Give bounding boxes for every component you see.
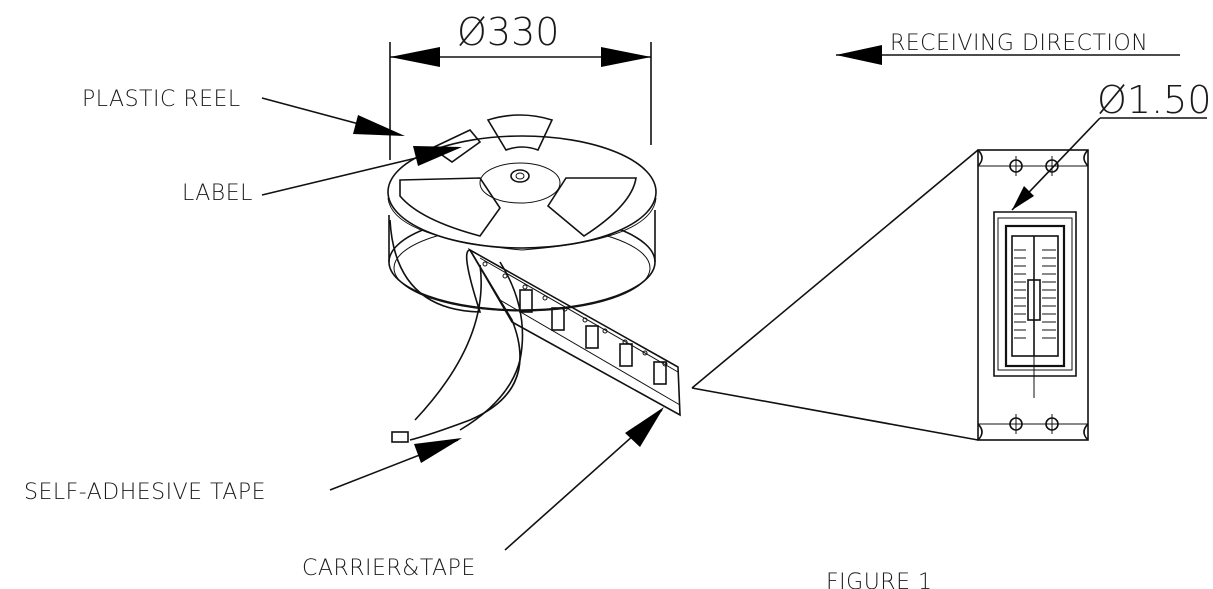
self-adhesive-tape [389,219,524,443]
leader-plastic-reel: PLASTIC REEL [82,87,405,136]
leader-self-adhesive-tape: SELF-ADHESIVE TAPE [24,438,462,505]
reel-window-top [486,114,554,152]
dimension-hole-diameter: Ø1.50 [1011,78,1212,211]
reel-body [387,114,657,312]
reel-window-right [546,177,637,237]
label-label: LABEL [182,181,253,206]
dimension-reel-diameter: Ø330 [389,10,652,160]
diameter-hole-label: Ø1.50 [1097,78,1212,122]
detail-projection [691,149,979,441]
plastic-reel-label: PLASTIC REEL [82,87,241,112]
detail-view [977,149,1089,441]
carrier-tape-label: CARRIER&TAPE [302,556,476,581]
carrier-tape [467,247,681,417]
figure-caption: FIGURE 1 [826,570,932,589]
leader-carrier-tape: CARRIER&TAPE [302,407,664,581]
reel-hub [510,169,530,183]
reel-window-left [399,177,501,237]
leader-label: LABEL [182,146,462,206]
component-outline [1004,224,1066,368]
receiving-direction-label: RECEIVING DIRECTION [890,31,1148,56]
diameter-reel-label: Ø330 [457,10,559,54]
receiving-direction-indicator: RECEIVING DIRECTION [836,31,1180,65]
self-adhesive-tape-label: SELF-ADHESIVE TAPE [24,480,266,505]
reel-label-sticker [430,129,482,163]
